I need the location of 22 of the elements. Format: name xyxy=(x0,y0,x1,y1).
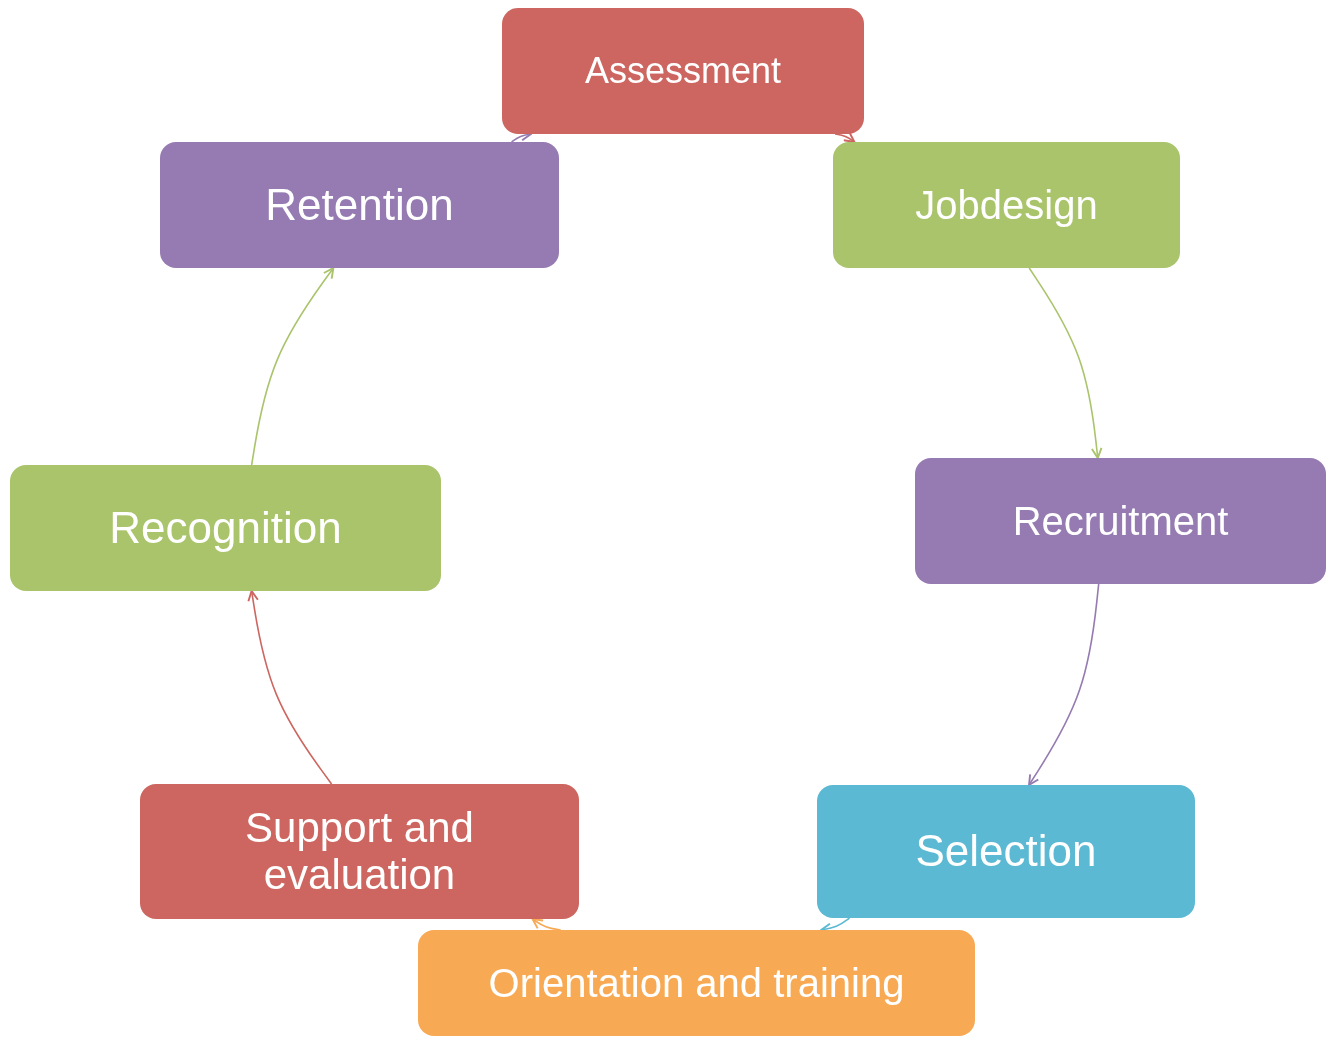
box-label: Recognition xyxy=(109,503,342,553)
process-box xyxy=(817,785,1195,918)
box-label: Orientation and training xyxy=(488,961,905,1005)
box-label: Retention xyxy=(265,180,454,230)
box-label: Selection xyxy=(915,827,1097,876)
arrow xyxy=(250,267,335,466)
arrow xyxy=(531,918,562,931)
process-box xyxy=(418,930,975,1036)
box-label: Recruitment xyxy=(1012,499,1229,543)
arrow xyxy=(247,590,333,785)
process-box xyxy=(833,142,1180,268)
box-label: Support and evaluation xyxy=(244,805,475,898)
process-box xyxy=(140,784,579,919)
process-box xyxy=(502,8,864,134)
process-box xyxy=(915,458,1326,584)
arrow xyxy=(834,131,856,143)
arrow xyxy=(1028,267,1103,459)
box-label: Jobdesign xyxy=(915,183,1098,227)
process-box xyxy=(10,465,441,591)
process-box xyxy=(160,142,559,268)
box-label: Assessment xyxy=(584,51,782,91)
arrow xyxy=(1028,583,1100,786)
